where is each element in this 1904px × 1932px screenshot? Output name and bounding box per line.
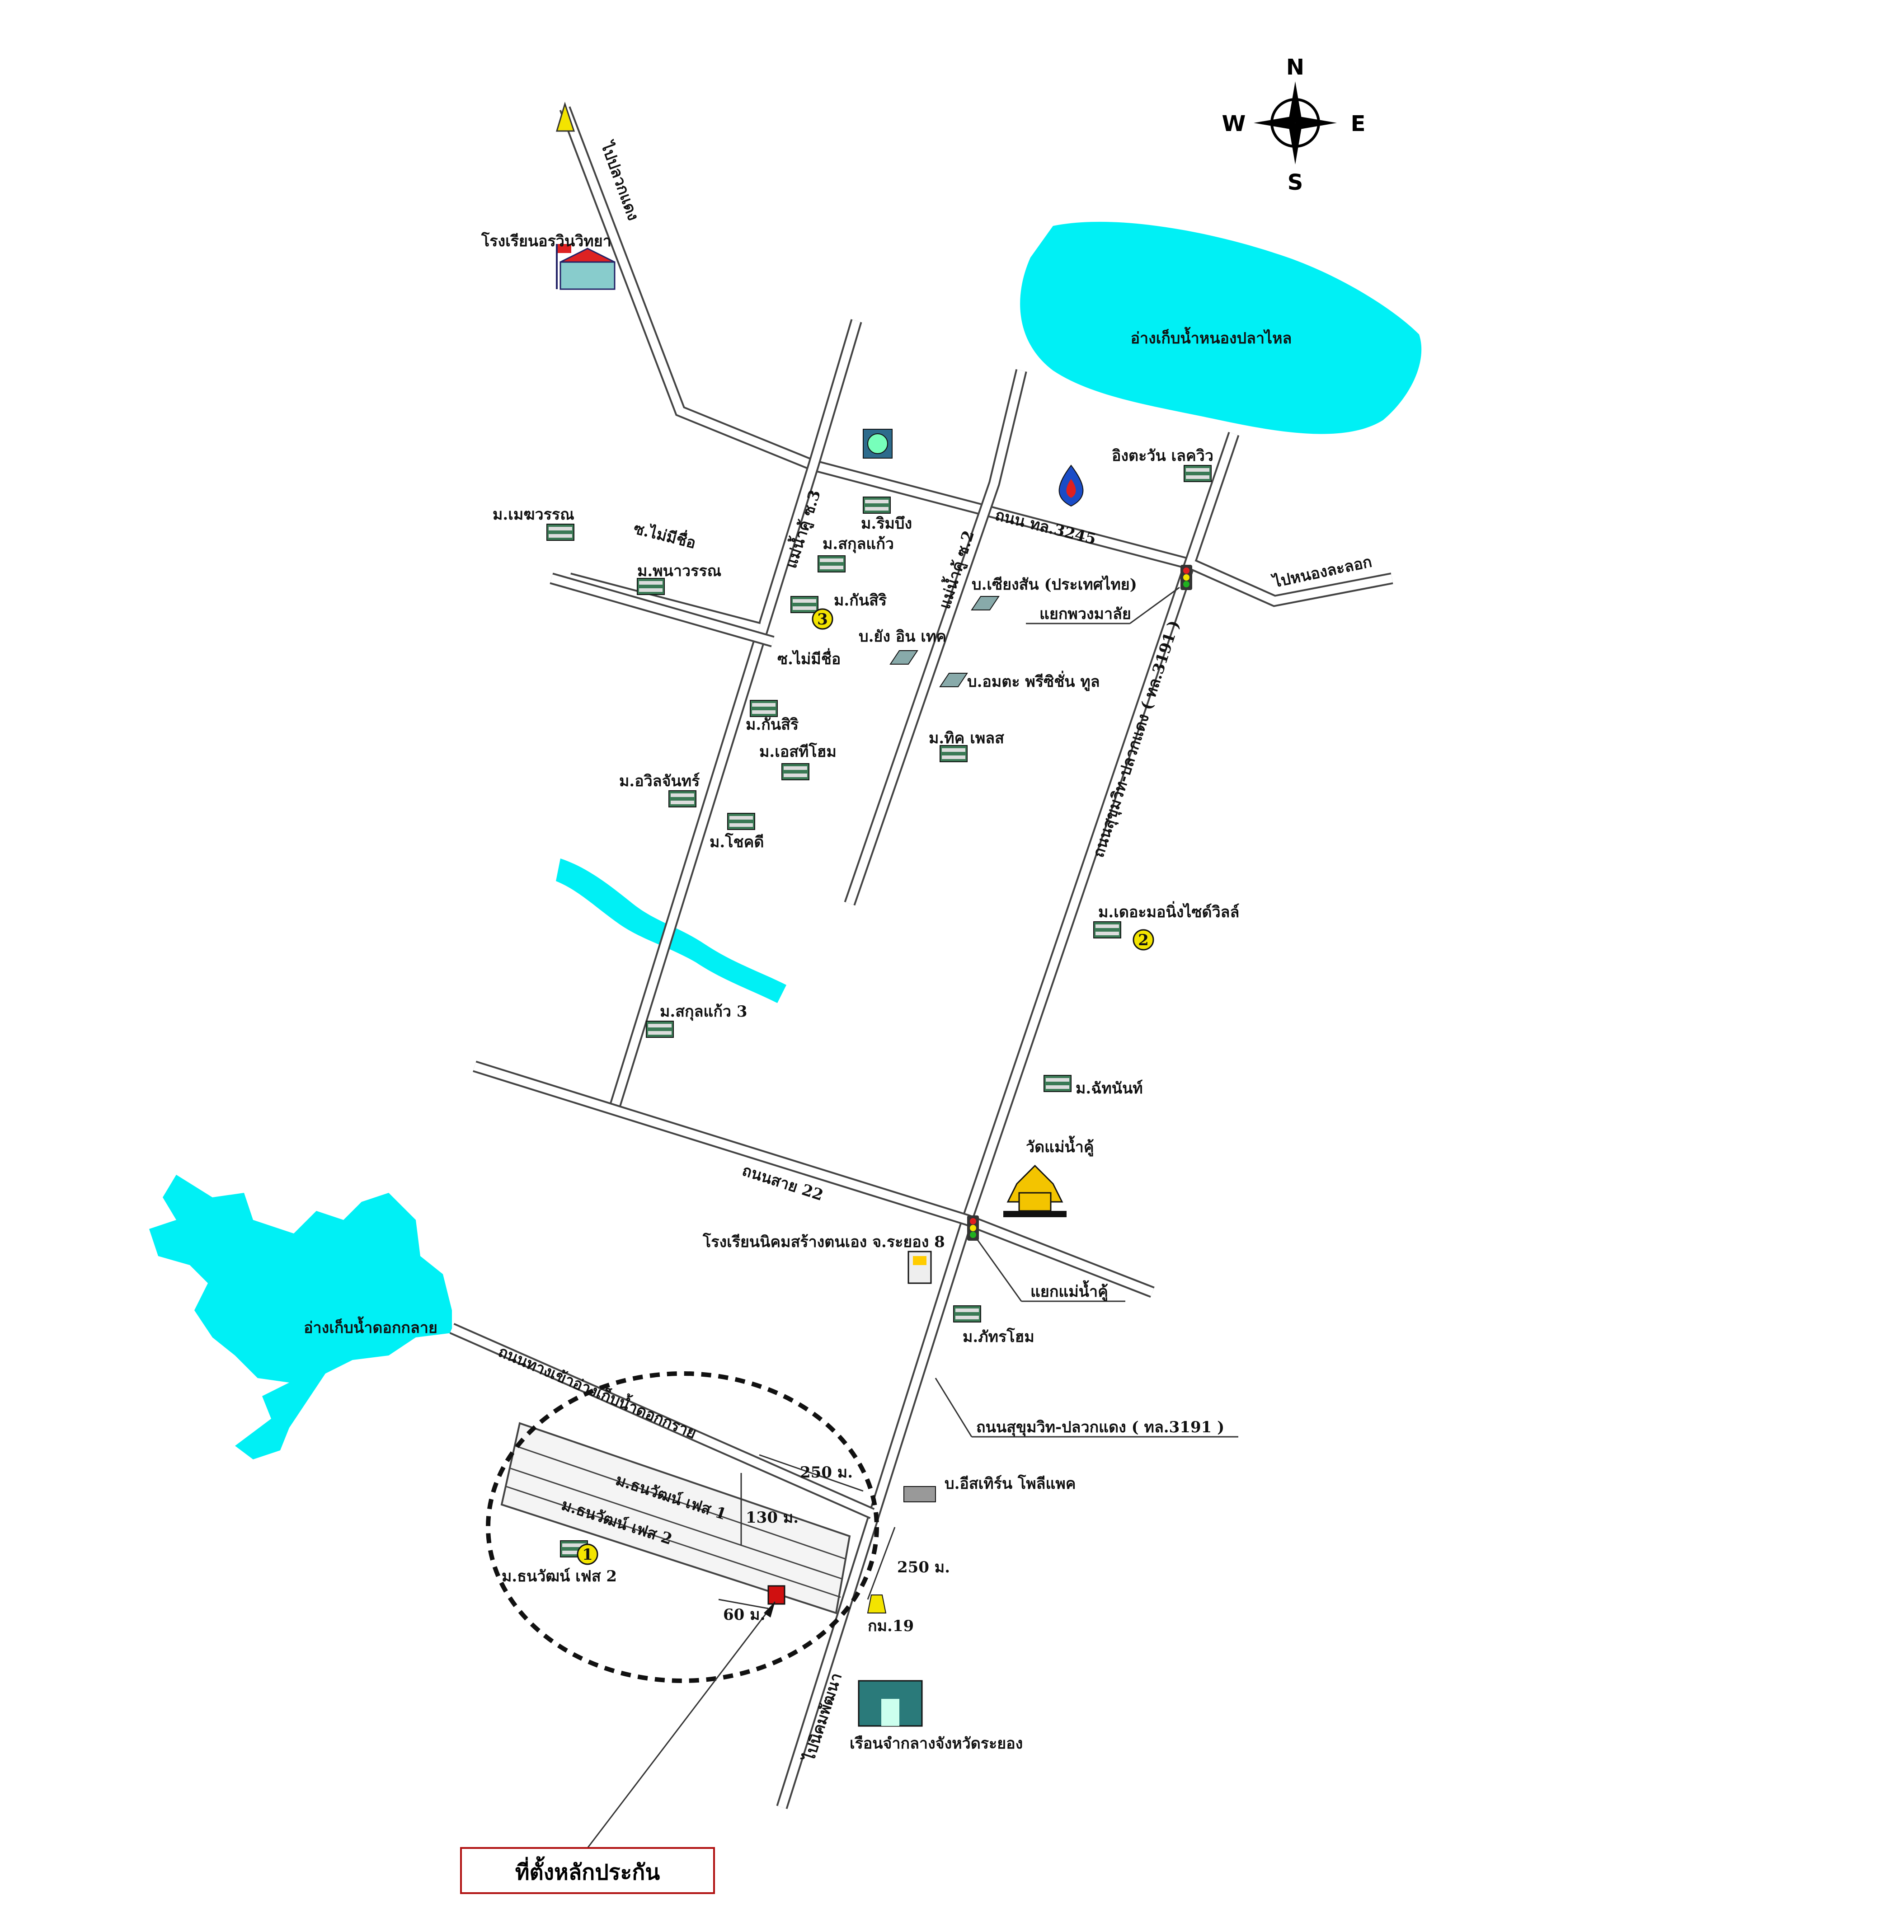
target-area-circle xyxy=(486,1371,879,1683)
compass-w: W xyxy=(1222,111,1246,136)
label-kansiri: ม.กันสิริ xyxy=(746,716,799,734)
label-mae-nam-khu-junction: แยกแม่น้ำคู้ xyxy=(1030,1280,1108,1301)
label-thanawat-2-outer: ม.ธนวัฒน์ เฟส 2 xyxy=(502,1567,617,1585)
label-soi-2: แม่น้ำคู้ ซ.2 xyxy=(933,528,978,612)
label-phuang-malai-junction: แยกพวงมาลัย xyxy=(1039,605,1131,623)
label-amata: บ.อมตะ พรีซิชั่น ทูล xyxy=(967,671,1100,691)
label-tik-place: ม.ทิค เพลส xyxy=(929,729,1004,747)
label-eesthome: ม.เอสทีโฮม xyxy=(759,742,837,761)
badge-1-text: 1 xyxy=(582,1546,593,1564)
label-orawan: ม.อวิลจันทร์ xyxy=(619,772,700,790)
label-diamond-ville: ม.เดอะมอนิ่งไซด์วิลล์ xyxy=(1098,901,1239,921)
traffic-light-mae-nam-khu xyxy=(967,1215,979,1241)
compass-n: N xyxy=(1286,55,1304,80)
compass-rose: N S E W xyxy=(1222,55,1366,195)
label-kansiri-3: ม.กันสิริ xyxy=(834,591,887,610)
school-icon xyxy=(556,244,616,290)
label-phatthara: ม.ภัทรโฮม xyxy=(963,1327,1034,1346)
place-icons xyxy=(546,465,1212,1557)
label-no-name-soi-1: ซ.ไม่มีชื่อ xyxy=(632,517,698,553)
reservoir-dok-krai xyxy=(149,1175,452,1459)
label-school-nikhom: โรงเรียนนิคมสร้างตนเอง จ.ระยอง 8 xyxy=(702,1233,945,1251)
housing-estate-plan xyxy=(500,1422,851,1614)
label-distance-250-top: 250 ม. xyxy=(800,1463,853,1482)
label-chokdee: ม.โชคดี xyxy=(710,833,764,851)
label-school-nora: โรงเรียนอรวินวิทยา xyxy=(481,232,611,250)
label-rimbueng: ม.ริมบึง xyxy=(861,515,912,533)
reservoir-nong-pla-lai xyxy=(1020,221,1422,434)
school-nikhom-icon xyxy=(907,1251,932,1284)
traffic-light-phuang-malai xyxy=(1180,565,1192,590)
badge-3: 3 xyxy=(812,608,833,630)
badge-1: 1 xyxy=(577,1543,598,1565)
label-chanan: ม.ฉัทนันท์ xyxy=(1076,1079,1143,1097)
callout-box xyxy=(460,1847,715,1894)
label-road-3245: ถนน ทล.3245 xyxy=(993,506,1098,549)
label-distance-250-right: 250 ม. xyxy=(897,1558,950,1576)
label-km19: กม.19 xyxy=(868,1617,914,1635)
prison-icon xyxy=(858,1680,923,1727)
badge-2-text: 2 xyxy=(1138,931,1149,949)
badge-3-text: 3 xyxy=(817,610,828,628)
label-sakulkaew-3: ม.สกุลแก้ว 3 xyxy=(660,1003,747,1021)
compass-s: S xyxy=(1288,170,1303,195)
label-mayurarn: ม.เมฆวรรณ xyxy=(493,506,574,524)
label-phaiwan: ม.พนาวรรณ xyxy=(637,562,721,580)
km-marker-icon xyxy=(867,1594,887,1613)
label-yang-in: บ.ยัง อิน เทค xyxy=(859,628,946,646)
label-no-name-soi-2: ซ.ไม่มีชื่อ xyxy=(777,648,841,668)
label-eastern: บ.อีสเทิร์น โพลีแพค xyxy=(945,1474,1076,1493)
label-ing-tawan: อิงตะวัน เลควิว xyxy=(1112,447,1213,465)
bank-icon xyxy=(863,429,893,459)
label-road-3191-callout: ถนนสุขุมวิท-ปลวกแดง ( ทล.3191 ) xyxy=(976,1418,1224,1437)
label-sheng-shin: บ.เซียงสัน (ประเทศไทย) xyxy=(972,575,1137,594)
label-wat: วัดแม่น้ำคู้ xyxy=(1026,1135,1094,1157)
label-prison: เรือนจำกลางจังหวัดระยอง xyxy=(850,1735,1023,1753)
callout-label: ที่ตั้งหลักประกัน xyxy=(515,1856,660,1885)
temple-icon xyxy=(1003,1164,1067,1217)
label-sakulkaew: ม.สกุลแก้ว xyxy=(823,535,894,553)
badge-2: 2 xyxy=(1133,929,1154,951)
compass-e: E xyxy=(1351,111,1366,136)
label-dok-krai: อ่างเก็บน้ำดอกกลาย xyxy=(304,1316,437,1337)
label-distance-60: 60 ม. xyxy=(723,1606,765,1624)
label-distance-130: 130 ม. xyxy=(746,1509,799,1527)
collateral-location-marker xyxy=(767,1585,785,1605)
label-nong-pla-lai: อ่างเก็บน้ำหนองปลาไหล xyxy=(1131,327,1292,347)
label-road-3191: ถนนสุขุมวิท-ปลวกแดง ( ทล.3191 ) xyxy=(1090,618,1184,860)
gas-station-icon xyxy=(1058,464,1084,507)
